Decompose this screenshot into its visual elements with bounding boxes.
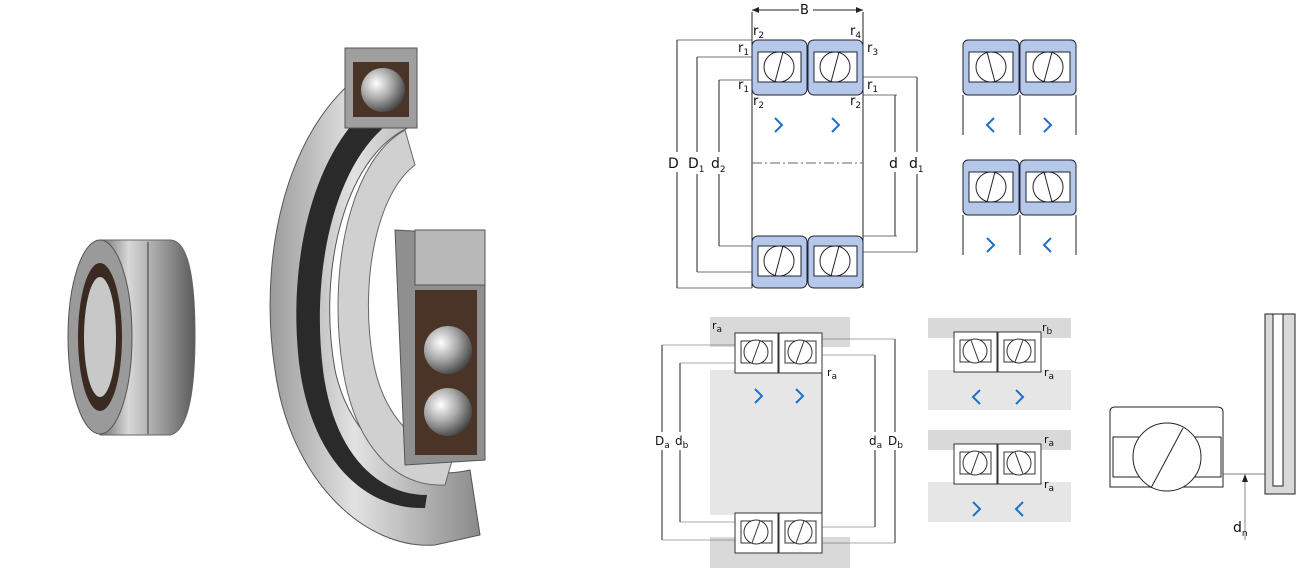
- small-bearing-photo: [60, 230, 210, 445]
- bottom-bearing-pair: [751, 235, 864, 289]
- arrow-right-icon: [754, 388, 764, 404]
- svg-text:ra: ra: [1044, 433, 1054, 449]
- svg-text:r2: r2: [753, 94, 764, 111]
- svg-text:D: D: [668, 156, 679, 172]
- svg-text:rb: rb: [1042, 321, 1053, 337]
- svg-text:D1: D1: [688, 156, 705, 175]
- arrow-right-icon: [986, 237, 996, 253]
- svg-text:dn: dn: [1233, 520, 1248, 539]
- svg-text:r3: r3: [867, 41, 878, 58]
- svg-text:ra: ra: [712, 319, 722, 335]
- cutaway-bearing-photo: [255, 40, 505, 555]
- svg-text:ra: ra: [1044, 366, 1054, 382]
- svg-text:ra: ra: [1044, 478, 1054, 494]
- mounting-variants: rb ra ra ra: [928, 318, 1078, 523]
- mounting-drawing: ra ra Da db da Db: [650, 315, 910, 568]
- svg-text:d: d: [889, 156, 898, 172]
- svg-text:ra: ra: [827, 366, 837, 382]
- arrow-right-icon: [795, 388, 805, 404]
- svg-text:Db: Db: [888, 434, 903, 451]
- svg-text:r2: r2: [850, 94, 861, 111]
- svg-text:r1: r1: [738, 78, 749, 95]
- svg-text:r4: r4: [850, 24, 861, 41]
- svg-text:da: da: [869, 434, 882, 451]
- arrow-left-icon: [985, 117, 995, 133]
- arrow-left-icon: [1014, 501, 1024, 517]
- top-bearing-pair: [751, 39, 864, 96]
- arrow-left-icon: [971, 389, 981, 405]
- arrow-right-icon: [972, 501, 982, 517]
- svg-text:d1: d1: [909, 156, 924, 175]
- dimension-drawing: B r2 r1 r4 r3 r1: [655, 0, 930, 295]
- svg-text:r1: r1: [738, 41, 749, 58]
- arrow-right-icon: [774, 117, 784, 133]
- svg-text:r2: r2: [753, 24, 764, 41]
- svg-text:Da: Da: [655, 434, 670, 451]
- dim-B: B: [800, 3, 809, 18]
- svg-text:db: db: [675, 434, 689, 451]
- svg-text:d2: d2: [711, 156, 726, 175]
- svg-text:r1: r1: [867, 78, 878, 95]
- arrow-right-icon: [1043, 117, 1053, 133]
- arrow-left-icon: [1042, 237, 1052, 253]
- arrow-right-icon: [1015, 389, 1025, 405]
- nozzle-detail: dn: [1105, 312, 1297, 552]
- arrow-right-icon: [831, 117, 841, 133]
- arrangement-variants: [958, 38, 1083, 258]
